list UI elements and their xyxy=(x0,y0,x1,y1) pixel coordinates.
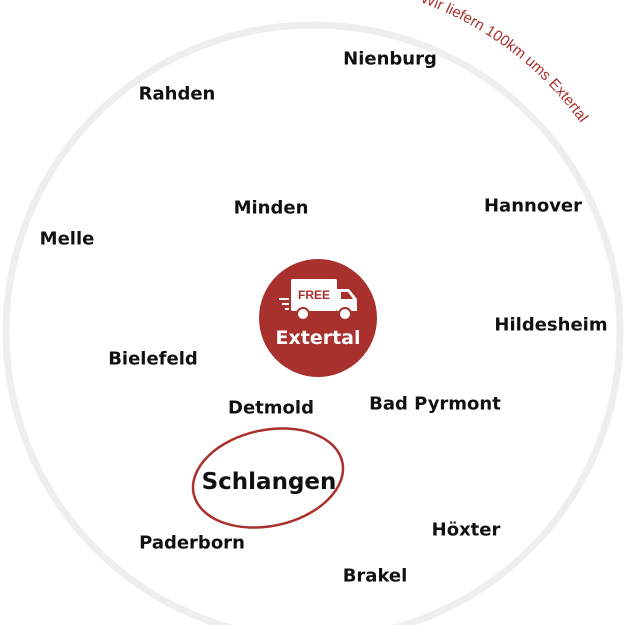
city-bielefeld: Bielefeld xyxy=(108,348,198,370)
city-schlangen-highlighted: Schlangen xyxy=(201,469,337,495)
svg-text:FREE: FREE xyxy=(298,288,330,302)
extertal-badge: FREE Extertal xyxy=(259,259,377,377)
city-hildesheim: Hildesheim xyxy=(494,314,608,336)
city-brakel: Brakel xyxy=(342,565,408,587)
city-nienburg: Nienburg xyxy=(343,48,437,70)
city-hoexter: Höxter xyxy=(431,519,501,541)
center-label: Extertal xyxy=(275,327,361,349)
city-rahden: Rahden xyxy=(138,83,216,105)
city-bad-pyrmont: Bad Pyrmont xyxy=(369,393,501,415)
city-hannover: Hannover xyxy=(483,195,583,217)
city-minden: Minden xyxy=(233,197,309,219)
delivery-truck-icon: FREE xyxy=(279,279,357,321)
highlight-circle xyxy=(191,427,345,529)
delivery-radius-circle xyxy=(2,21,624,625)
city-melle: Melle xyxy=(39,228,95,250)
city-paderborn: Paderborn xyxy=(139,532,245,554)
delivery-banner: Wir liefern 100km ums Extertal xyxy=(419,0,592,126)
city-detmold: Detmold xyxy=(228,397,314,419)
